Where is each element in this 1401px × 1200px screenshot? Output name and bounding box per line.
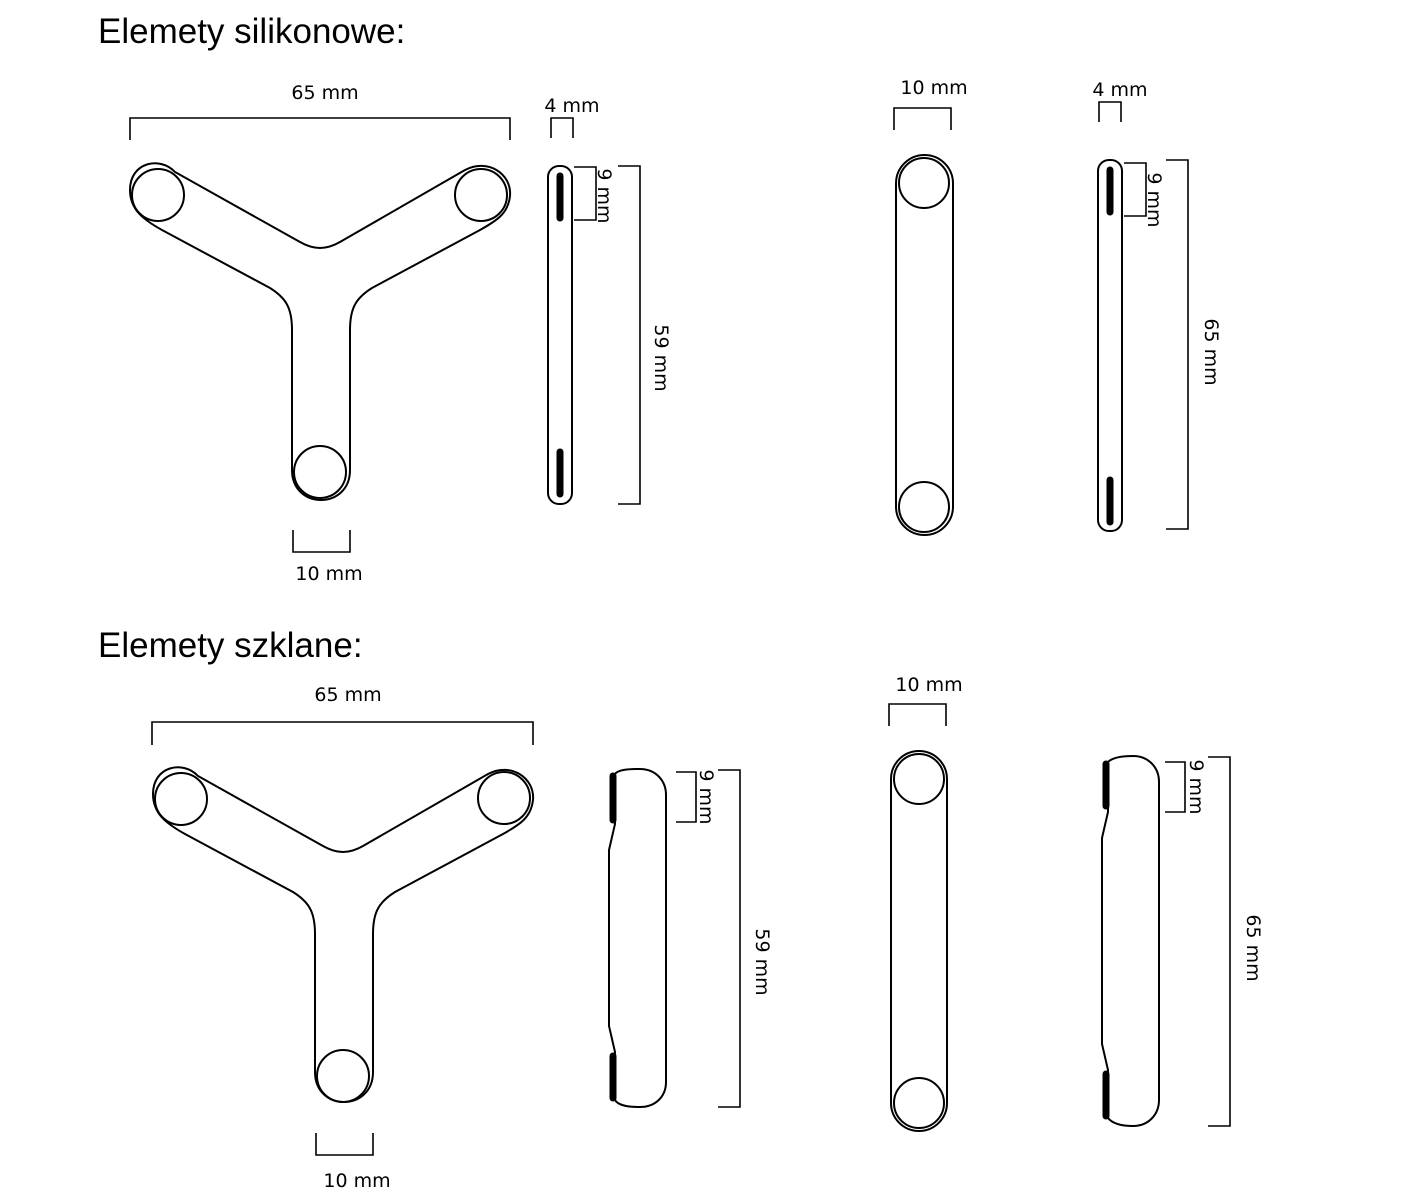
dim-label-side-insert: 9 mm [593,168,615,223]
glass-bar-hole-top [893,753,945,805]
dim-line-glass-y-arm [315,1133,374,1156]
dim-line-bar-side-thickness [1098,101,1122,122]
silicone-y-element [128,162,512,501]
glass-bar-side-profile [1101,754,1160,1128]
dim-line-bar-side-length [1166,159,1189,530]
dim-label-glass-bar-width: 10 mm [895,674,962,696]
dim-label-glass-side-insert: 9 mm [695,769,717,824]
glass-side-profile [608,767,667,1109]
dim-line-glass-y-width [151,721,534,745]
dim-label-glass-side-length: 59 mm [751,928,773,995]
bar-hole-top [898,157,950,209]
dim-label-bar-width: 10 mm [900,77,967,99]
silicone-bar-side-profile [1097,159,1123,532]
glass-hole-left [154,772,208,826]
section-title-glass: Elemety szklane: [98,626,363,665]
dim-label-glass-y-arm: 10 mm [323,1170,390,1192]
dim-label-bar-side-thickness: 4 mm [1092,79,1147,101]
silicone-side-profile [547,165,573,505]
dim-label-bar-side-insert: 9 mm [1143,172,1165,227]
dim-line-side-insert [574,166,597,221]
glass-straight-bar [890,750,948,1132]
glass-bar-hole-bottom [893,1077,945,1129]
glass-hole-bottom [316,1049,370,1103]
glass-hole-right [477,771,531,825]
dim-label-glass-bar-side-insert: 9 mm [1185,759,1207,814]
dim-label-bar-side-length: 65 mm [1200,318,1222,385]
dim-line-bar-width [893,107,952,130]
silicone-straight-bar [895,154,954,536]
dim-label-y-width: 65 mm [291,82,358,104]
hole-bottom [293,445,347,499]
dim-line-glass-bar-side-length [1208,756,1231,1127]
dim-line-glass-bar-width [888,703,947,726]
bar-hole-bottom [898,481,950,533]
dim-line-side-thickness [550,117,574,138]
dim-label-glass-y-width: 65 mm [314,684,381,706]
hole-left [131,168,185,222]
section-title-silicone: Elemety silikonowe: [98,12,406,51]
dim-line-glass-bar-side-insert [1165,761,1186,813]
glass-y-element [151,766,535,1103]
dim-line-side-length [618,165,641,505]
dim-label-y-arm: 10 mm [295,563,362,585]
hole-right [454,168,508,222]
dim-line-y-arm [292,530,351,553]
dim-line-glass-side-insert [676,771,697,823]
dim-label-side-length: 59 mm [650,324,672,391]
dim-label-side-thickness: 4 mm [544,95,599,117]
dim-line-glass-side-length [718,769,741,1108]
dim-line-y-width [129,117,511,140]
dim-line-bar-side-insert [1124,162,1147,217]
dim-label-glass-bar-side-length: 65 mm [1242,914,1264,981]
